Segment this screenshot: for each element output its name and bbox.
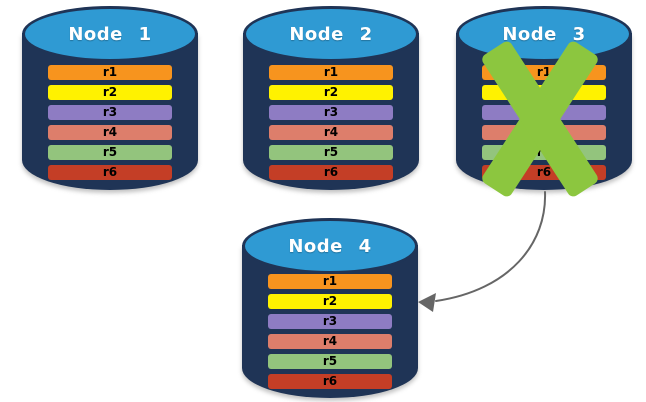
row-stack: r1 r2 r3 r4 r5 r6 [48,65,172,185]
row-r3: r3 [48,105,172,120]
node-4-cylinder: Node 4 r1 r2 r3 r4 r5 r6 [242,218,418,398]
row-r2: r2 [268,294,392,309]
row-stack: r1 r2 r3 r4 r5 r6 [269,65,393,185]
node-2-cylinder: Node 2 r1 r2 r3 r4 r5 r6 [243,6,419,190]
row-r3: r3 [269,105,393,120]
row-r6: r6 [268,374,392,389]
row-r5: r5 [48,145,172,160]
row-stack: r1 r2 r3 r4 r5 r6 [268,274,392,394]
failover-arrowhead-icon [418,293,436,312]
node-3-cylinder: Node 3 r1 r2 r3 r4 r5 r6 [456,6,632,199]
node-title: Node 3 [502,23,586,45]
node-title: Node 2 [289,23,373,45]
row-r3: r3 [268,314,392,329]
node-title: Node 1 [68,23,152,45]
cylinder-top: Node 1 [22,6,198,62]
row-r4: r4 [269,125,393,140]
row-r4: r4 [268,334,392,349]
row-r6: r6 [269,165,393,180]
row-r1: r1 [269,65,393,80]
cylinder-top: Node 3 [456,6,632,62]
node-1-cylinder: Node 1 r1 r2 r3 r4 r5 r6 [22,6,198,190]
row-r4: r4 [48,125,172,140]
row-r1: r1 [48,65,172,80]
row-r5: r5 [268,354,392,369]
row-r6: r6 [48,165,172,180]
row-r1: r1 [268,274,392,289]
cylinder-top: Node 2 [243,6,419,62]
failover-arrow-line [435,191,547,302]
row-r5: r5 [269,145,393,160]
node-title: Node 4 [288,235,372,257]
row-r2: r2 [269,85,393,100]
cylinder-top: Node 4 [242,218,418,274]
row-r2: r2 [48,85,172,100]
